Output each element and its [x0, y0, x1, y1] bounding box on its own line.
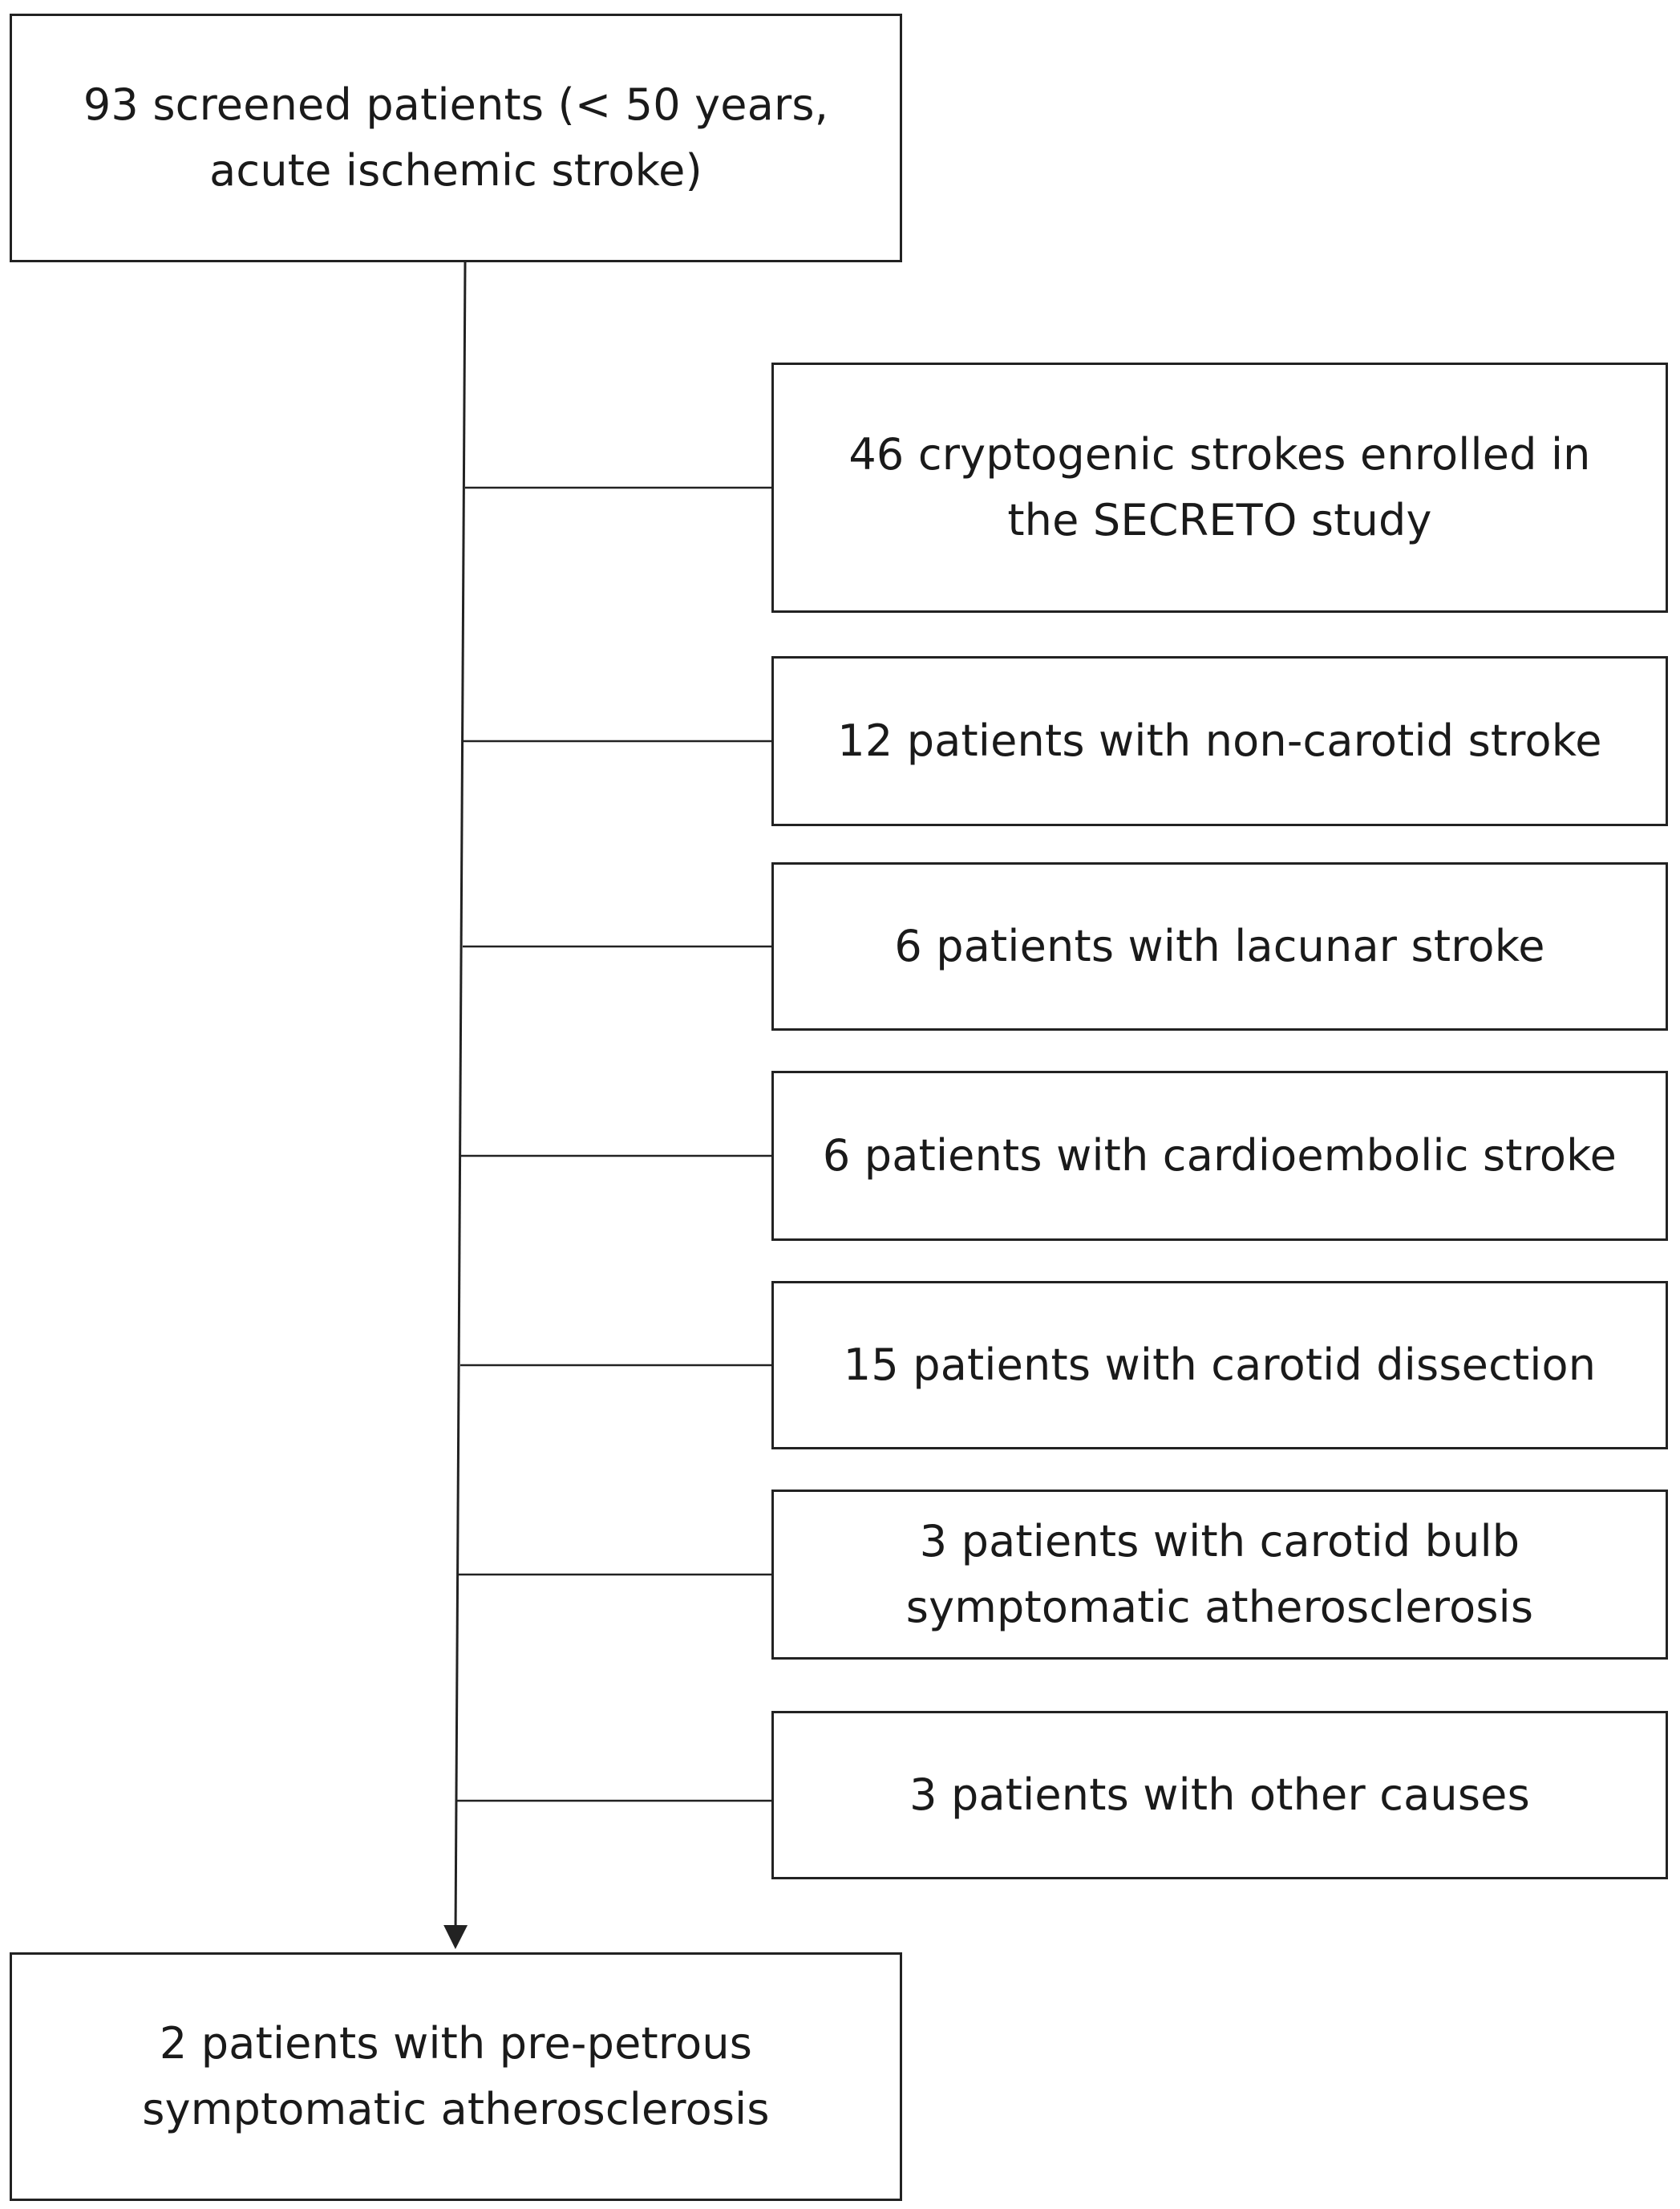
- carotid-bulb-atherosclerosis-box: 3 patients with carotid bulb symptomatic…: [771, 1490, 1668, 1660]
- cardioembolic-stroke-box: 6 patients with cardioembolic stroke: [771, 1071, 1668, 1241]
- cryptogenic-strokes-text: 46 cryptogenic strokes enrolled in the S…: [848, 428, 1591, 545]
- non-carotid-stroke-box: 12 patients with non-carotid stroke: [771, 656, 1668, 826]
- main-flow-arrow: [443, 261, 468, 1949]
- screened-patients-text: 93 screened patients (< 50 years, acute …: [83, 79, 829, 196]
- carotid-bulb-atherosclerosis-text: 3 patients with carotid bulb symptomatic…: [905, 1515, 1534, 1632]
- other-causes-text: 3 patients with other causes: [909, 1769, 1530, 1820]
- cryptogenic-strokes-box: 46 cryptogenic strokes enrolled in the S…: [771, 363, 1668, 613]
- non-carotid-stroke-text: 12 patients with non-carotid stroke: [837, 715, 1602, 766]
- other-causes-box: 3 patients with other causes: [771, 1711, 1668, 1879]
- pre-petrous-atherosclerosis-box: 2 patients with pre-petrous symptomatic …: [10, 1952, 902, 2201]
- cardioembolic-stroke-text: 6 patients with cardioembolic stroke: [822, 1129, 1617, 1181]
- screened-patients-box: 93 screened patients (< 50 years, acute …: [10, 14, 902, 262]
- pre-petrous-atherosclerosis-text: 2 patients with pre-petrous symptomatic …: [142, 2017, 770, 2134]
- lacunar-stroke-box: 6 patients with lacunar stroke: [771, 862, 1668, 1031]
- carotid-dissection-box: 15 patients with carotid dissection: [771, 1281, 1668, 1449]
- carotid-dissection-text: 15 patients with carotid dissection: [843, 1339, 1597, 1390]
- lacunar-stroke-text: 6 patients with lacunar stroke: [894, 920, 1545, 971]
